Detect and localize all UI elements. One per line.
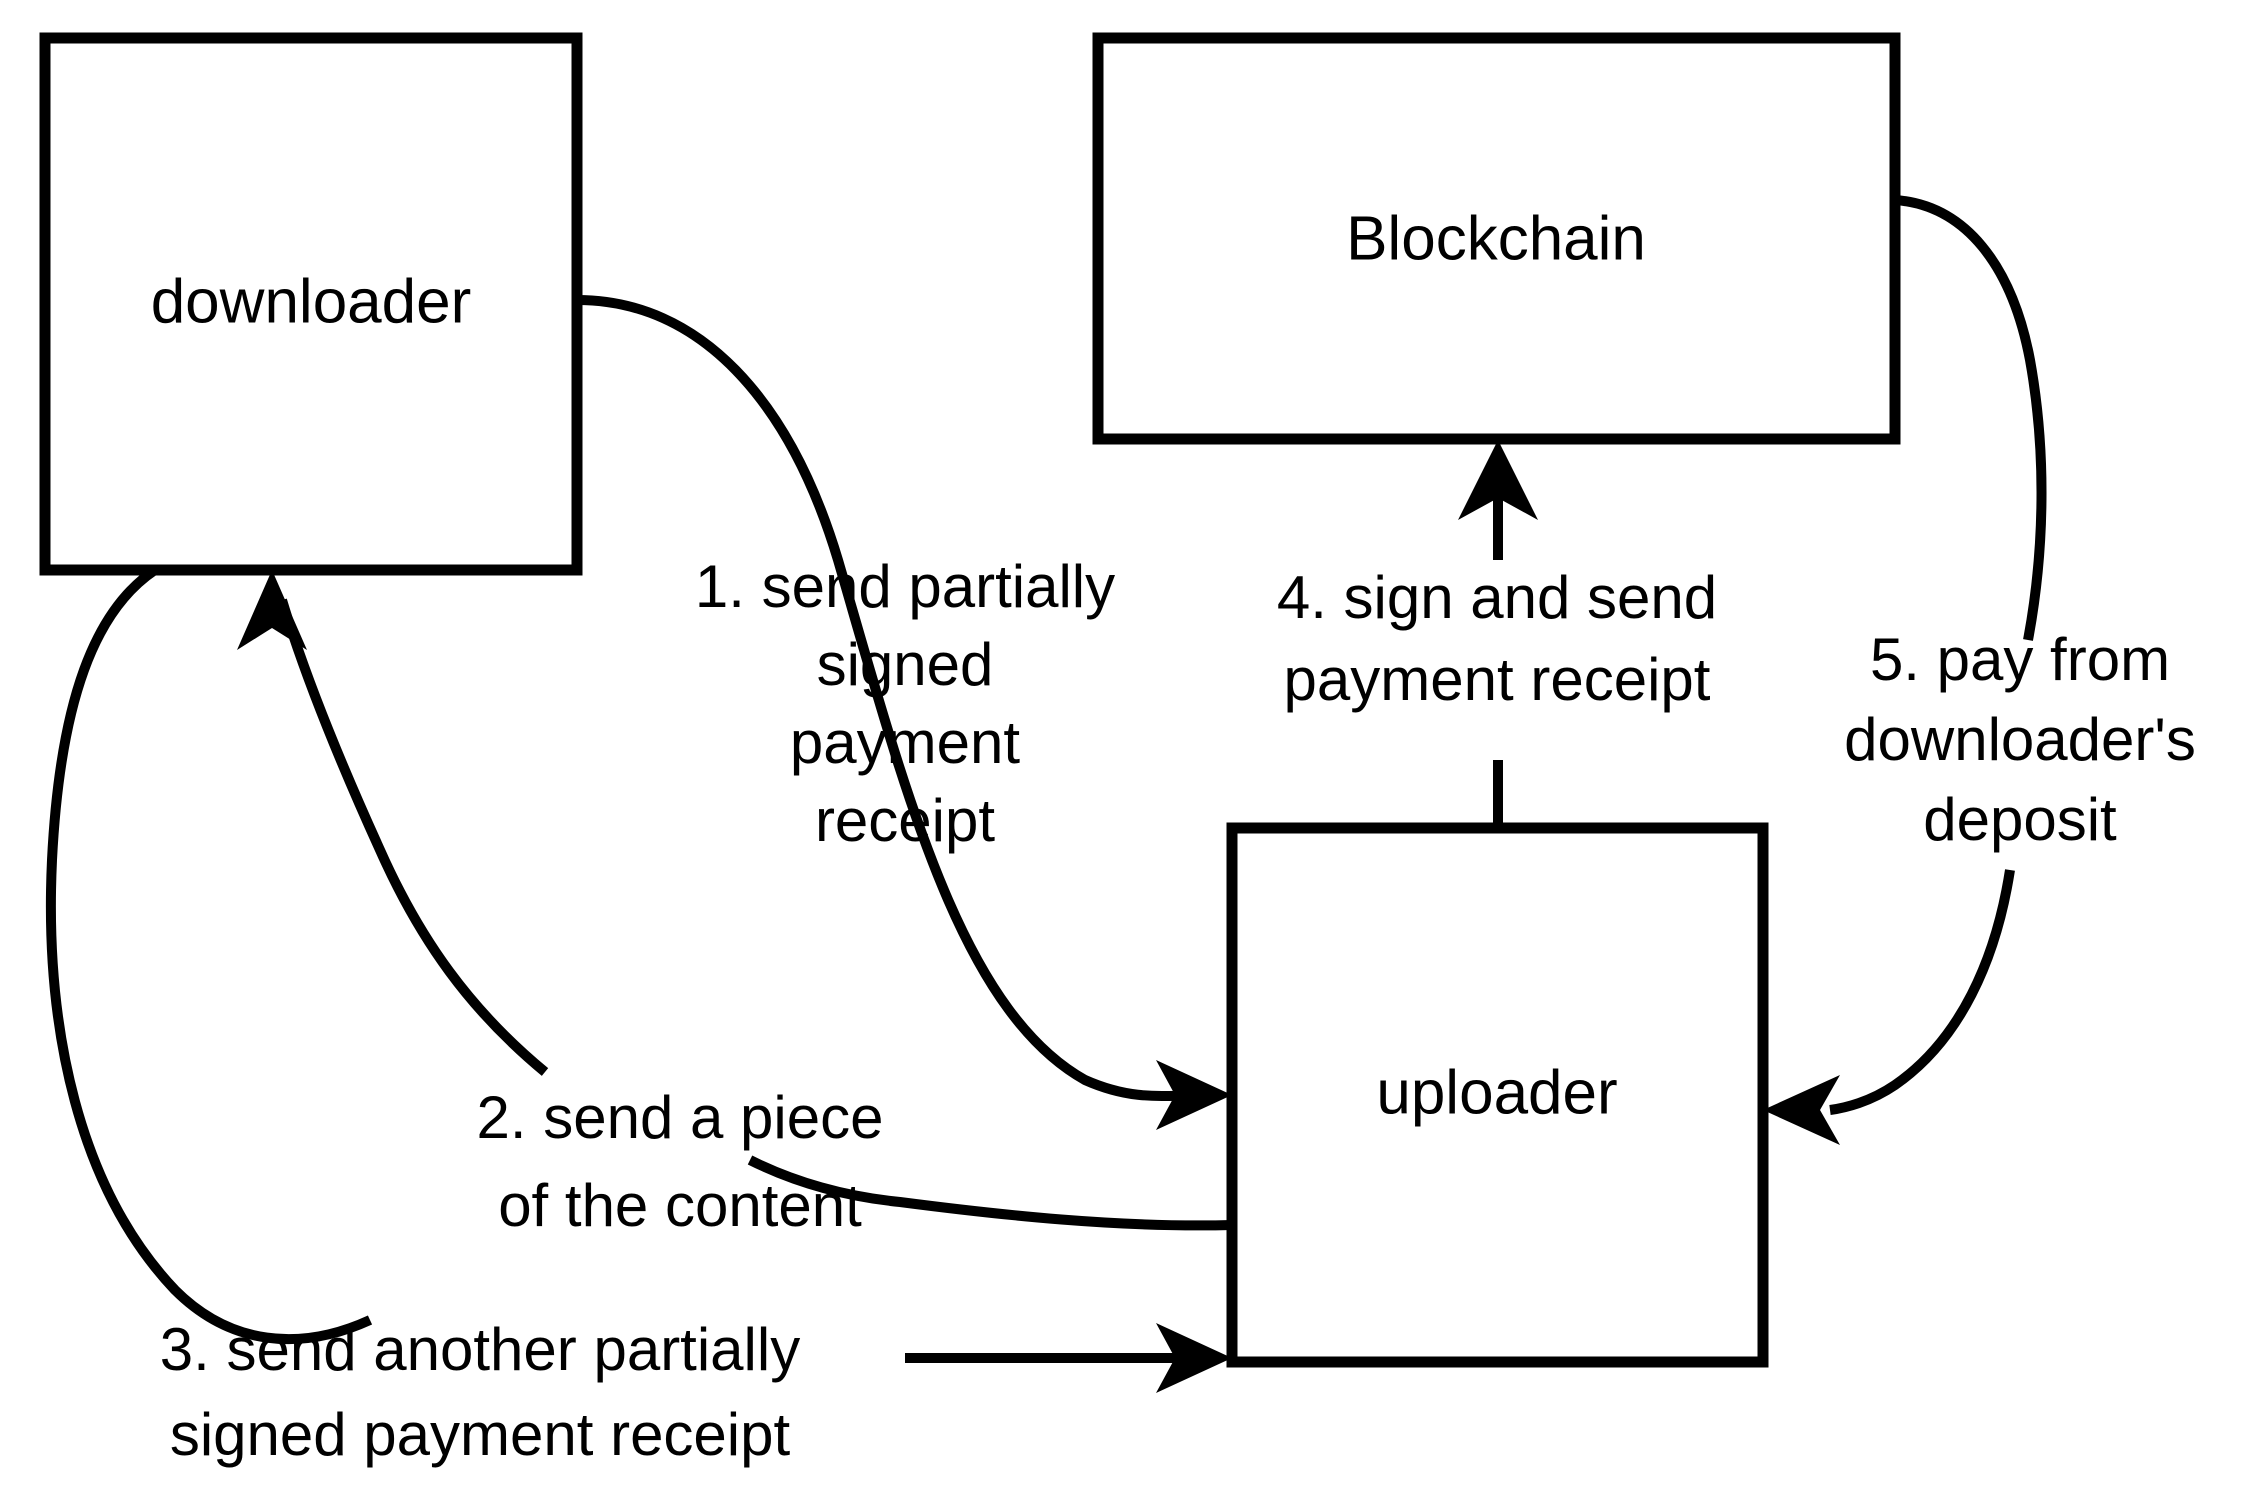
edge-2-path-right <box>747 1155 1233 1231</box>
edge-3-label-line-0: 3. send another partially <box>160 1316 800 1383</box>
edge-3-path-left <box>45 565 373 1345</box>
blockchain-box[interactable] <box>1092 32 1901 445</box>
edge-5-label-line-0: 5. pay from <box>1870 626 2170 693</box>
edge-1-label-line-3: receipt <box>815 787 995 854</box>
downloader-box[interactable] <box>39 32 583 576</box>
edge-3-connector <box>45 565 1232 1393</box>
uploader-label: uploader <box>1376 1058 1617 1127</box>
edge-4-label-line-0: 4. sign and send <box>1277 564 1717 631</box>
edge-4-label: 4. sign and send payment receipt <box>1277 564 1717 713</box>
edge-5-arrowhead <box>1763 1075 1840 1145</box>
edge-1-label-line-1: signed <box>817 631 994 698</box>
edge-5-label: 5. pay from downloader's deposit <box>1844 626 2196 853</box>
node-blockchain[interactable]: Blockchain <box>1092 32 1901 445</box>
edge-5-label-line-2: deposit <box>1923 786 2117 853</box>
node-downloader[interactable]: downloader <box>39 32 583 576</box>
edge-1-label-line-2: payment <box>790 709 1020 776</box>
edge-3-label: 3. send another partially signed payment… <box>160 1316 800 1468</box>
edge-1-arrowhead <box>1156 1060 1232 1130</box>
edge-2-label: 2. send a piece of the content <box>477 1084 884 1239</box>
edge-3-label-line-1: signed payment receipt <box>170 1401 791 1468</box>
edge-4-arrowhead <box>1458 440 1538 520</box>
edge-5-path-upper <box>1894 195 2047 641</box>
edge-2-path-left <box>277 598 549 1076</box>
node-uploader[interactable]: uploader <box>1226 822 1769 1368</box>
edge-1-path <box>576 295 1201 1101</box>
edge-5-connector <box>1763 195 2047 1145</box>
edge-2-connector <box>237 570 1233 1231</box>
edge-4-connector <box>1458 440 1538 828</box>
edge-5-path-lower <box>1829 869 2015 1115</box>
uploader-box[interactable] <box>1226 822 1769 1368</box>
edge-2-arrowhead <box>237 570 307 650</box>
blockchain-label: Blockchain <box>1346 204 1646 273</box>
edge-2-label-line-0: 2. send a piece <box>477 1084 884 1151</box>
edge-1-label-line-0: 1. send partially <box>695 553 1115 620</box>
downloader-label: downloader <box>151 267 472 336</box>
edge-5-label-line-1: downloader's <box>1844 706 2196 773</box>
edge-1-label: 1. send partially signed payment receipt <box>695 553 1115 854</box>
edge-3-arrowhead <box>1156 1323 1232 1393</box>
edge-1-connector <box>576 295 1232 1130</box>
edge-4-label-line-1: payment receipt <box>1284 646 1711 713</box>
edge-2-label-line-1: of the content <box>498 1172 862 1239</box>
